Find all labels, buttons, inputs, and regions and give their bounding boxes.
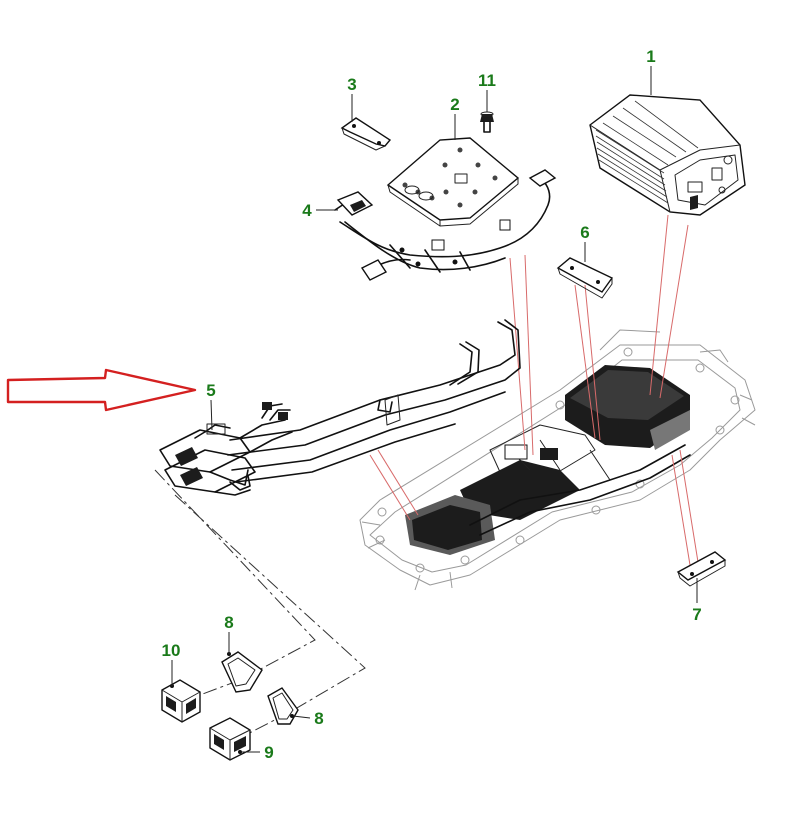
part-9-connector bbox=[209, 717, 251, 761]
part-8-gasket-upper bbox=[221, 651, 263, 693]
part-2-control-module bbox=[386, 137, 520, 227]
callout-7: 7 bbox=[692, 605, 701, 624]
part-8-gasket-lower bbox=[267, 687, 299, 725]
callout-4: 4 bbox=[302, 201, 312, 220]
installation-leader-lines bbox=[369, 214, 699, 566]
callout-10: 10 bbox=[162, 641, 181, 660]
callout-2: 2 bbox=[450, 95, 459, 114]
callout-leaders bbox=[171, 66, 698, 753]
callout-6: 6 bbox=[580, 223, 589, 242]
installed-assembly bbox=[405, 365, 691, 555]
red-outline-arrow-icon bbox=[6, 368, 197, 412]
part-4-wiring-harness bbox=[334, 169, 557, 281]
callout-5: 5 bbox=[206, 381, 215, 400]
part-10-connector bbox=[161, 679, 201, 723]
callout-3: 3 bbox=[347, 75, 356, 94]
callout-8-lower: 8 bbox=[314, 709, 323, 728]
part-6-bracket bbox=[556, 257, 614, 299]
callout-8-upper: 8 bbox=[224, 613, 233, 632]
callout-1: 1 bbox=[646, 47, 655, 66]
part-5-cable-harness bbox=[159, 319, 521, 496]
callout-labels: 1 2 3 4 5 6 7 8 8 9 10 11 bbox=[162, 47, 702, 762]
part-1-converter-module bbox=[589, 94, 746, 216]
callout-9: 9 bbox=[264, 743, 273, 762]
part-11-fastener bbox=[480, 111, 494, 133]
part-7-bracket bbox=[676, 551, 727, 587]
callout-11: 11 bbox=[478, 71, 496, 90]
part-3-bracket bbox=[340, 117, 392, 151]
